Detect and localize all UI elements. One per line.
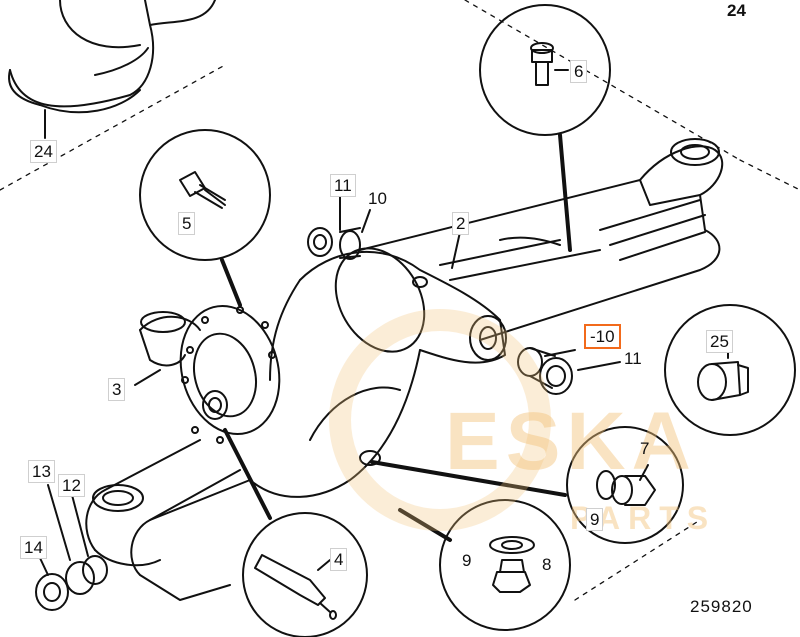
- callout-8: 8: [542, 555, 552, 574]
- leader-2: [451, 231, 461, 269]
- detail-circle-5: [139, 129, 271, 261]
- hub-flange: [139, 304, 281, 444]
- leader-10a: [361, 209, 371, 233]
- callout-24: 24: [30, 140, 57, 163]
- guide-line: [464, 0, 741, 161]
- leader-4: [223, 428, 272, 520]
- leader-6: [558, 133, 572, 252]
- bush-set-top: [307, 227, 361, 260]
- callout-11-top: 11: [330, 174, 356, 197]
- bush-set-left: [35, 555, 108, 611]
- leader-10b: [544, 349, 576, 357]
- guide-line: [739, 159, 800, 191]
- detail-circle-25: [664, 304, 796, 436]
- guide-line: [0, 64, 226, 191]
- wheel-part-24: [8, 0, 216, 114]
- leader-7-9: [370, 460, 567, 497]
- detail-circle-6: [479, 4, 611, 136]
- leader-11b: [577, 361, 621, 371]
- callout-6: 6: [570, 60, 588, 83]
- detail-circle-7-9: [566, 426, 684, 544]
- callout-14: 14: [20, 536, 47, 559]
- leader-3: [134, 369, 161, 386]
- callout-9-bottom: 9: [462, 551, 472, 570]
- detail-circle-8-9: [439, 499, 571, 631]
- detail-circle-4: [242, 512, 368, 637]
- axle-beam: [85, 138, 724, 601]
- callout-5: 5: [178, 212, 196, 235]
- watermark-brand: ESKA: [445, 396, 697, 487]
- callout-12: 12: [58, 474, 85, 497]
- callout-13: 13: [28, 460, 55, 483]
- callout-9-right: 9: [586, 508, 604, 531]
- callout-10-highlighted[interactable]: -10: [584, 324, 621, 349]
- callout-24-top: 24: [727, 1, 746, 20]
- guide-line: [574, 519, 701, 601]
- leader-14: [39, 557, 49, 576]
- leader-13: [47, 484, 71, 561]
- callout-10-top: 10: [368, 189, 387, 208]
- reference-number: 259820: [690, 597, 753, 616]
- callout-7: 7: [640, 439, 650, 458]
- leader-4-label: [317, 559, 331, 571]
- leader-8-9: [398, 508, 452, 542]
- leader-5: [220, 258, 242, 307]
- callout-2: 2: [452, 212, 470, 235]
- leader-12: [71, 494, 89, 557]
- callout-4: 4: [330, 548, 348, 571]
- callout-25: 25: [706, 330, 733, 353]
- callout-11-right: 11: [624, 349, 642, 368]
- callout-3: 3: [108, 378, 126, 401]
